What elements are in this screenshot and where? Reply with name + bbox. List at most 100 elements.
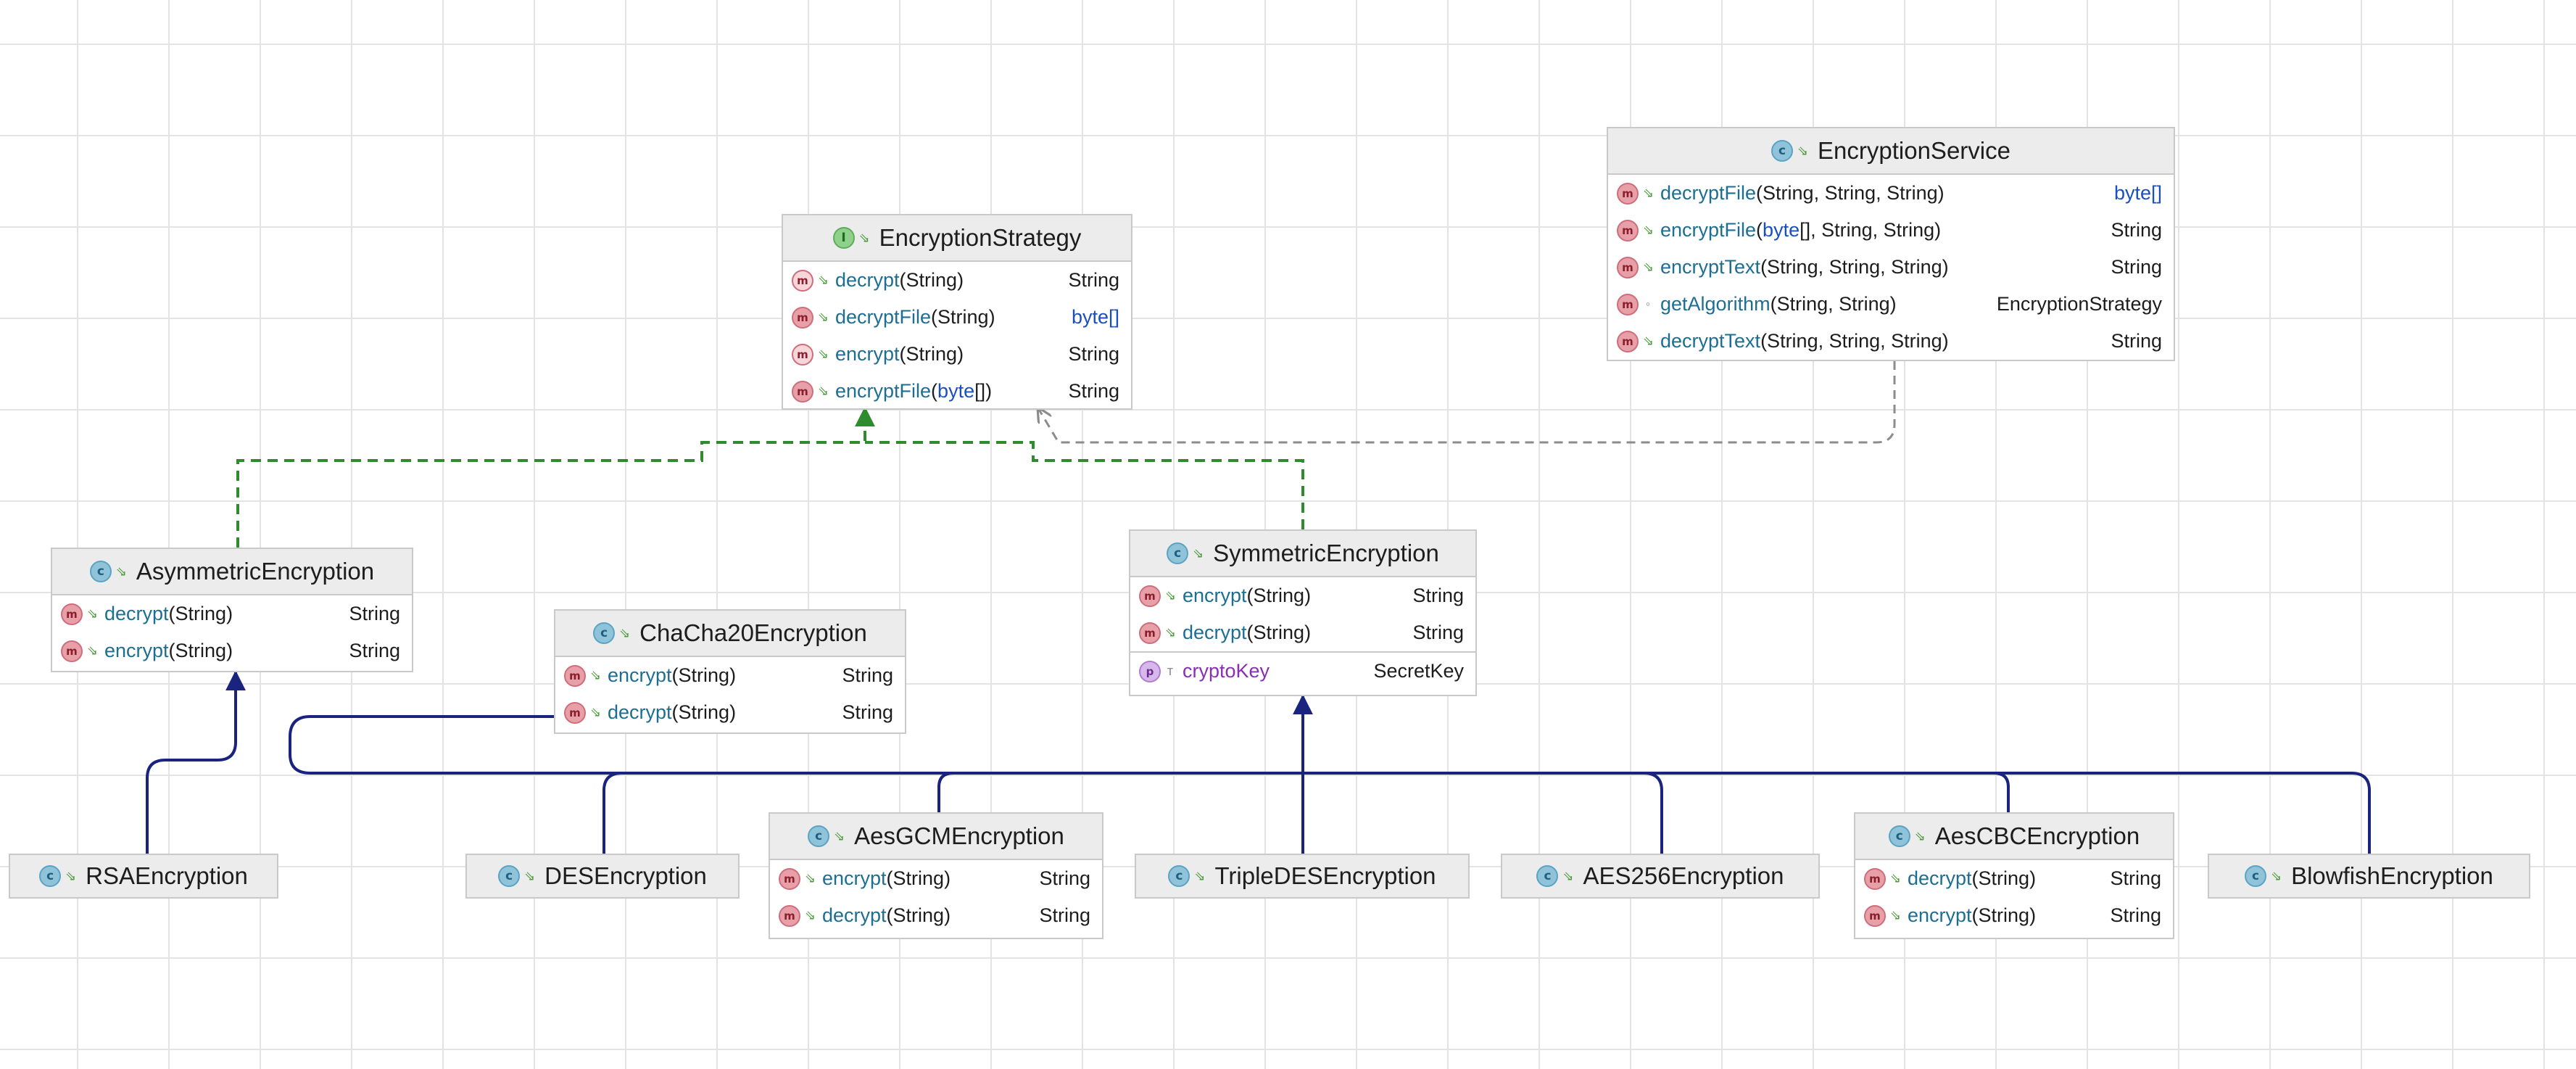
public-visibility-icon: ⇘: [1643, 334, 1654, 348]
public-visibility-icon: ⇘: [818, 310, 829, 324]
method-name: encryptFile: [835, 380, 932, 402]
public-visibility-icon: ⇘: [834, 828, 845, 843]
method-params-rest: []): [974, 380, 993, 402]
method-row[interactable]: m⇘ encryptFile(byte[], String, String) S…: [1608, 212, 2174, 249]
method-return-type: String: [1068, 343, 1119, 365]
class-box-chacha20-encryption[interactable]: c⇘ ChaCha20Encryption m⇘ encrypt(String)…: [554, 609, 906, 734]
method-name: encrypt: [608, 664, 672, 686]
method-row[interactable]: m⇘ decrypt(String) String: [555, 694, 905, 731]
method-name: decrypt: [608, 701, 672, 723]
method-return-type: String: [1412, 585, 1464, 606]
method-row[interactable]: m⇘ encrypt(String) String: [555, 657, 905, 694]
method-name: decrypt: [822, 904, 887, 926]
method-name: encryptText: [1660, 256, 1761, 278]
method-return-type: String: [1039, 904, 1090, 926]
class-header: c⇘ EncryptionService: [1608, 128, 2174, 175]
method-params: (String, String, String): [1760, 256, 1949, 278]
method-return-type: String: [1412, 622, 1464, 643]
class-box-asymmetric-encryption[interactable]: c⇘ AsymmetricEncryption m⇘ decrypt(Strin…: [51, 548, 413, 672]
method-row[interactable]: m⇘ decrypt(String) String: [783, 262, 1131, 299]
public-visibility-icon: ⇘: [1890, 908, 1902, 923]
method-icon: m: [1617, 330, 1639, 352]
method-icon: m: [779, 867, 800, 890]
class-box-rsa-encryption[interactable]: c⇘ RSAEncryption: [9, 854, 278, 899]
class-header: c⇘ AES256Encryption: [1502, 855, 1818, 897]
class-name: AesGCMEncryption: [854, 822, 1064, 849]
method-return-type: String: [842, 701, 893, 723]
class-box-aes256-encryption[interactable]: c⇘ AES256Encryption: [1501, 854, 1820, 899]
method-row[interactable]: m⇘ encrypt(String) String: [783, 336, 1131, 373]
edge-symmetric-implements-strategy: [865, 441, 1304, 529]
abstract-method-icon: m: [792, 269, 813, 292]
class-header: c⇘ DESEncryption: [467, 855, 738, 897]
class-icon: c: [2245, 865, 2267, 887]
class-header: c⇘ AesCBCEncryption: [1855, 814, 2173, 860]
method-icon: m: [779, 904, 800, 927]
class-icon: c: [89, 561, 112, 582]
edge-aes256-extends-symmetric: [1303, 772, 1663, 854]
interface-name: EncryptionStrategy: [879, 224, 1082, 251]
public-visibility-icon: ⇘: [805, 871, 816, 886]
edge-aesgcm-extends-symmetric: [937, 772, 1303, 812]
edge-blowfish-extends-symmetric: [1303, 772, 2371, 854]
method-params: (String): [168, 603, 233, 624]
method-name: encrypt: [104, 640, 169, 661]
public-visibility-icon: ⇘: [818, 384, 829, 398]
method-name: decryptText: [1660, 330, 1761, 352]
method-return-type: String: [2110, 904, 2161, 926]
public-visibility-icon: ⇘: [1562, 868, 1574, 883]
interface-icon: I: [832, 227, 855, 249]
method-row[interactable]: m⇘ decrypt(String) String: [1855, 860, 2173, 897]
method-icon: m: [1139, 585, 1161, 607]
class-name: EncryptionService: [1818, 137, 2010, 164]
public-visibility-icon: ⇘: [1193, 545, 1204, 561]
edge-service-uses-strategy: [1038, 361, 1896, 444]
method-row[interactable]: m⇘ decryptFile(String, String, String) b…: [1608, 175, 2174, 212]
method-params: (String, String, String): [1756, 182, 1945, 204]
method-params: (String): [1971, 904, 2037, 926]
method-name: decryptFile: [1660, 182, 1757, 204]
method-params: (String): [671, 701, 737, 723]
method-row[interactable]: m⇘ encrypt(String) String: [52, 632, 412, 669]
method-row[interactable]: m⇘ decryptFile(String) byte[]: [783, 299, 1131, 336]
method-row[interactable]: m⇘ encryptFile(byte[]) String: [783, 373, 1131, 410]
class-box-triple-des-encryption[interactable]: c⇘ TripleDESEncryption: [1135, 854, 1470, 899]
method-params: (String): [886, 867, 951, 889]
method-params: (String): [899, 269, 964, 291]
method-name: encrypt: [822, 867, 887, 889]
method-row[interactable]: m ⇘ encrypt(String) String: [770, 860, 1102, 897]
public-visibility-icon: ⇘: [1194, 868, 1206, 883]
method-icon: m: [1864, 904, 1886, 927]
class-box-aescbc-encryption[interactable]: c⇘ AesCBCEncryption m⇘ decrypt(String) S…: [1854, 812, 2174, 939]
method-row[interactable]: m⇘ encrypt(String) String: [1130, 577, 1475, 614]
public-visibility-icon: ⇘: [590, 668, 602, 682]
class-box-blowfish-encryption[interactable]: c⇘ BlowfishEncryption: [2208, 854, 2530, 899]
method-name: decrypt: [104, 603, 169, 624]
method-row[interactable]: m⇘ decrypt(String) String: [770, 897, 1102, 934]
method-return-type: String: [2111, 256, 2162, 278]
class-box-des-encryption[interactable]: c⇘ DESEncryption: [465, 854, 740, 899]
class-name: BlowfishEncryption: [2291, 862, 2493, 889]
field-type: SecretKey: [1373, 660, 1464, 682]
method-return-type: String: [349, 640, 400, 661]
public-visibility-icon: ⇘: [1643, 260, 1654, 274]
method-icon: m: [61, 603, 83, 625]
class-icon: c: [808, 825, 830, 847]
class-box-aesgcm-encryption[interactable]: c ⇘ AesGCMEncryption m ⇘ encrypt(String) S…: [769, 812, 1103, 939]
method-name: decrypt: [1183, 622, 1247, 643]
method-return-type: String: [2111, 330, 2162, 352]
class-box-encryption-strategy[interactable]: I ⇘ EncryptionStrategy m⇘ decrypt(String)…: [782, 214, 1132, 410]
public-visibility-icon: ⇘: [1165, 625, 1177, 640]
method-row[interactable]: m⇘ decryptText(String, String, String) S…: [1608, 323, 2174, 360]
method-row[interactable]: m⇘ decrypt(String) String: [52, 595, 412, 632]
method-row[interactable]: m⇘ decrypt(String) String: [1130, 614, 1475, 651]
method-row[interactable]: m◦ getAlgorithm(String, String) Encrypti…: [1608, 286, 2174, 323]
class-box-symmetric-encryption[interactable]: c⇘ SymmetricEncryption m⇘ encrypt(String…: [1129, 529, 1477, 696]
method-row[interactable]: m⇘ encryptText(String, String, String) S…: [1608, 249, 2174, 286]
method-row[interactable]: m⇘ encrypt(String) String: [1855, 897, 2173, 934]
class-name: SymmetricEncryption: [1213, 540, 1439, 566]
method-return-type: String: [1039, 867, 1090, 889]
public-visibility-icon: ⇘: [1643, 223, 1654, 237]
class-box-encryption-service[interactable]: c⇘ EncryptionService m⇘ decryptFile(Stri…: [1607, 127, 2175, 361]
